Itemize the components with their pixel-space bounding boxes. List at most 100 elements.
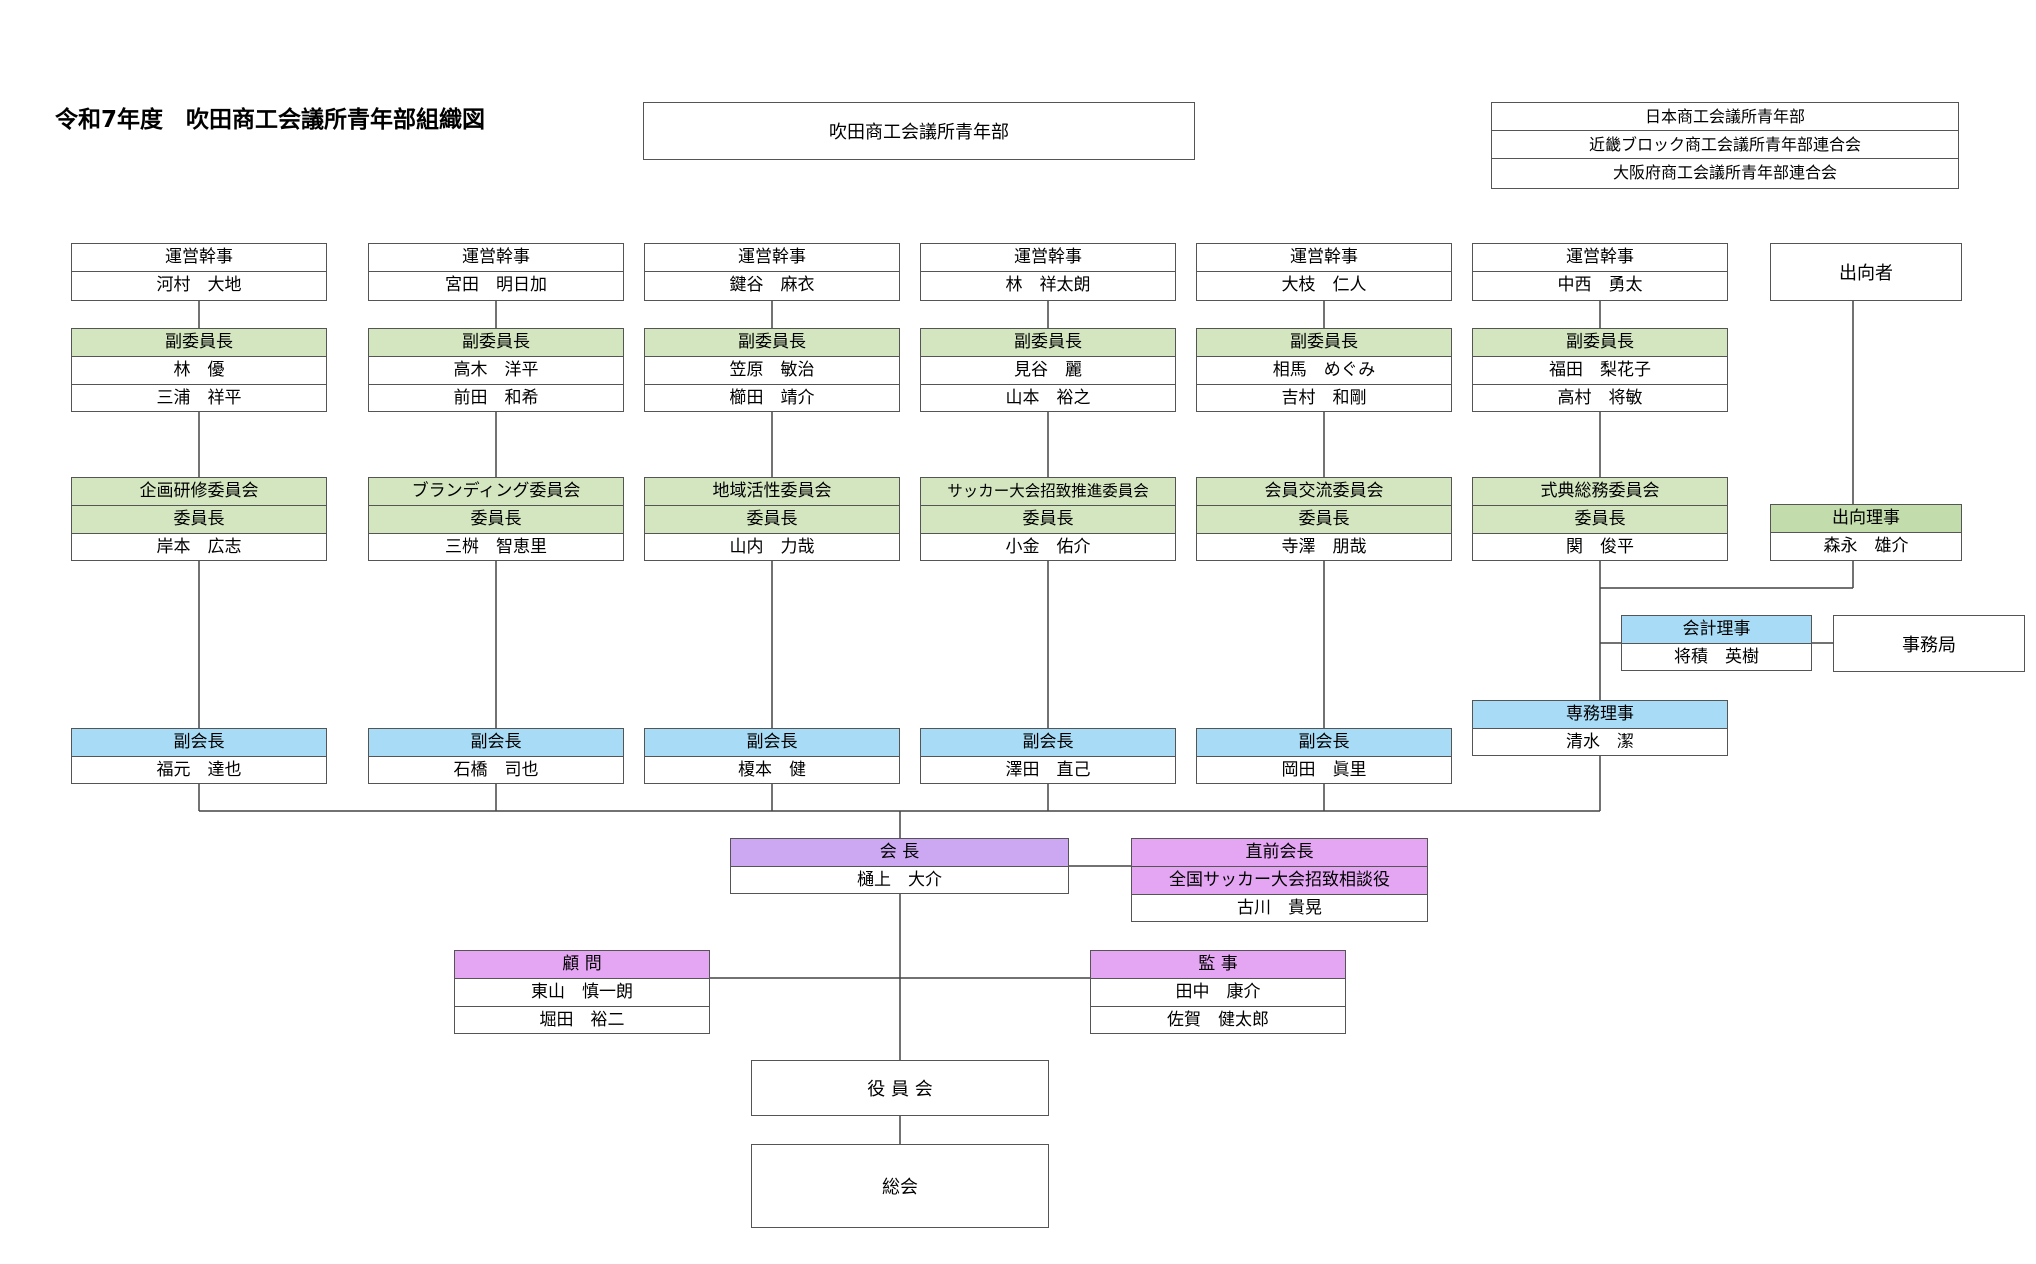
vice-chair-name: 三浦 祥平 [156, 388, 242, 408]
kanji-label: 運営幹事 [369, 244, 623, 272]
committee-name: 地域活性委員会 [645, 478, 899, 506]
committee-box-3: 地域活性委員会 委員長 山内 力哉 [644, 477, 900, 561]
committee-name: ブランディング委員会 [369, 478, 623, 506]
committee-box-1: 企画研修委員会 委員長 岸本 広志 [71, 477, 327, 561]
chair-label: 委員長 [72, 506, 326, 534]
vice-chair-label: 副委員長 [369, 329, 623, 357]
kanji-label: 運営幹事 [921, 244, 1175, 272]
advisor-name: 堀田 裕二 [539, 1010, 625, 1030]
kanji-box-4: 運営幹事 林 祥太朗 [920, 243, 1176, 301]
vice-chair-label: 副委員長 [645, 329, 899, 357]
board-box: 役 員 会 [751, 1060, 1049, 1116]
committee-box-5: 会員交流委員会 委員長 寺澤 朋哉 [1196, 477, 1452, 561]
chair-name: 関 俊平 [1566, 537, 1634, 557]
office-label: 事務局 [1902, 634, 1956, 656]
vice-president-label: 副会長 [72, 729, 326, 757]
president-box: 会 長 樋上 大介 [730, 838, 1069, 894]
vice-president-box-1: 副会長 福元 達也 [71, 728, 327, 784]
past-president-box: 直前会長 全国サッカー大会招致相談役 古川 貴晃 [1131, 838, 1428, 922]
past-president-label: 直前会長 [1132, 839, 1427, 867]
vice-chair-box-4: 副委員長 見谷 麗 山本 裕之 [920, 328, 1176, 412]
vice-president-box-3: 副会長 榎本 健 [644, 728, 900, 784]
kanji-name: 林 祥太朗 [1005, 275, 1091, 295]
vice-president-name: 福元 達也 [156, 760, 242, 780]
page-title: 令和7年度 吹田商工会議所青年部組織図 [55, 107, 486, 133]
kanji-label: 運営幹事 [1197, 244, 1451, 272]
secondee-director-label: 出向理事 [1771, 505, 1961, 533]
auditors-box: 監 事 田中 康介 佐賀 健太郎 [1090, 950, 1346, 1034]
committee-name: サッカー大会招致推進委員会 [921, 478, 1175, 506]
chair-name: 三桝 智恵里 [445, 537, 547, 557]
vice-chair-name: 見谷 麗 [921, 357, 1175, 385]
general-assembly-box: 総会 [751, 1144, 1049, 1228]
office-box: 事務局 [1833, 615, 2025, 672]
vice-chair-name: 高村 将敏 [1557, 388, 1643, 408]
auditor-name: 佐賀 健太郎 [1167, 1010, 1269, 1030]
kanji-label: 運営幹事 [645, 244, 899, 272]
vice-chair-label: 副委員長 [1197, 329, 1451, 357]
affiliation-item: 日本商工会議所青年部 [1492, 103, 1958, 131]
accounting-director-name: 将積 英樹 [1674, 647, 1759, 667]
executive-director-box: 専務理事 清水 潔 [1472, 700, 1728, 756]
auditors-label: 監 事 [1091, 951, 1345, 979]
vice-president-box-4: 副会長 澤田 直己 [920, 728, 1176, 784]
vice-chair-name: 相馬 めぐみ [1197, 357, 1451, 385]
past-president-name: 古川 貴晃 [1237, 898, 1322, 918]
kanji-name: 大枝 仁人 [1281, 275, 1367, 295]
chair-name: 山内 力哉 [729, 537, 815, 557]
top-organization-label: 吹田商工会議所青年部 [829, 122, 1009, 143]
vice-president-name: 石橋 司也 [453, 760, 539, 780]
committee-box-6: 式典総務委員会 委員長 関 俊平 [1472, 477, 1728, 561]
advisors-label: 顧 問 [455, 951, 709, 979]
vice-chair-label: 副委員長 [921, 329, 1175, 357]
affiliation-item: 近畿ブロック商工会議所青年部連合会 [1492, 131, 1958, 159]
affiliation-item: 大阪府商工会議所青年部連合会 [1612, 163, 1837, 182]
committee-name: 企画研修委員会 [72, 478, 326, 506]
affiliations-box: 日本商工会議所青年部 近畿ブロック商工会議所青年部連合会 大阪府商工会議所青年部… [1491, 102, 1959, 189]
vice-president-box-2: 副会長 石橋 司也 [368, 728, 624, 784]
advisor-name: 東山 慎一朗 [455, 979, 709, 1007]
past-president-role: 全国サッカー大会招致相談役 [1132, 867, 1427, 895]
vice-chair-name: 山本 裕之 [1005, 388, 1091, 408]
kanji-box-1: 運営幹事 河村 大地 [71, 243, 327, 301]
vice-president-label: 副会長 [645, 729, 899, 757]
vice-president-label: 副会長 [1197, 729, 1451, 757]
executive-director-name: 清水 潔 [1566, 732, 1634, 752]
advisors-box: 顧 問 東山 慎一朗 堀田 裕二 [454, 950, 710, 1034]
vice-chair-name: 吉村 和剛 [1281, 388, 1367, 408]
committee-name: 式典総務委員会 [1473, 478, 1727, 506]
vice-chair-box-2: 副委員長 高木 洋平 前田 和希 [368, 328, 624, 412]
kanji-name: 鍵谷 麻衣 [729, 275, 815, 295]
president-name: 樋上 大介 [857, 870, 942, 890]
vice-chair-name: 林 優 [72, 357, 326, 385]
vice-chair-name: 前田 和希 [453, 388, 539, 408]
vice-chair-box-6: 副委員長 福田 梨花子 高村 将敏 [1472, 328, 1728, 412]
vice-chair-name: 櫛田 靖介 [729, 388, 815, 408]
kanji-name: 宮田 明日加 [445, 275, 547, 295]
chair-label: 委員長 [369, 506, 623, 534]
board-label: 役 員 会 [867, 1079, 933, 1100]
vice-chair-name: 笠原 敏治 [645, 357, 899, 385]
vice-president-label: 副会長 [369, 729, 623, 757]
chair-label: 委員長 [1473, 506, 1727, 534]
chair-label: 委員長 [921, 506, 1175, 534]
chair-name: 小金 佑介 [1005, 537, 1091, 557]
executive-director-label: 専務理事 [1473, 701, 1727, 729]
committee-name: 会員交流委員会 [1197, 478, 1451, 506]
kanji-name: 中西 勇太 [1557, 275, 1643, 295]
chair-name: 岸本 広志 [156, 537, 242, 557]
top-organization-box: 吹田商工会議所青年部 [643, 102, 1195, 160]
kanji-name: 河村 大地 [156, 275, 242, 295]
vice-chair-box-1: 副委員長 林 優 三浦 祥平 [71, 328, 327, 412]
vice-president-label: 副会長 [921, 729, 1175, 757]
auditor-name: 田中 康介 [1091, 979, 1345, 1007]
vice-chair-label: 副委員長 [1473, 329, 1727, 357]
kanji-label: 運営幹事 [72, 244, 326, 272]
chair-name: 寺澤 朋哉 [1281, 537, 1367, 557]
vice-chair-name: 福田 梨花子 [1473, 357, 1727, 385]
kanji-box-3: 運営幹事 鍵谷 麻衣 [644, 243, 900, 301]
accounting-director-label: 会計理事 [1622, 616, 1811, 644]
general-assembly-label: 総会 [882, 1177, 918, 1198]
vice-president-box-5: 副会長 岡田 眞里 [1196, 728, 1452, 784]
